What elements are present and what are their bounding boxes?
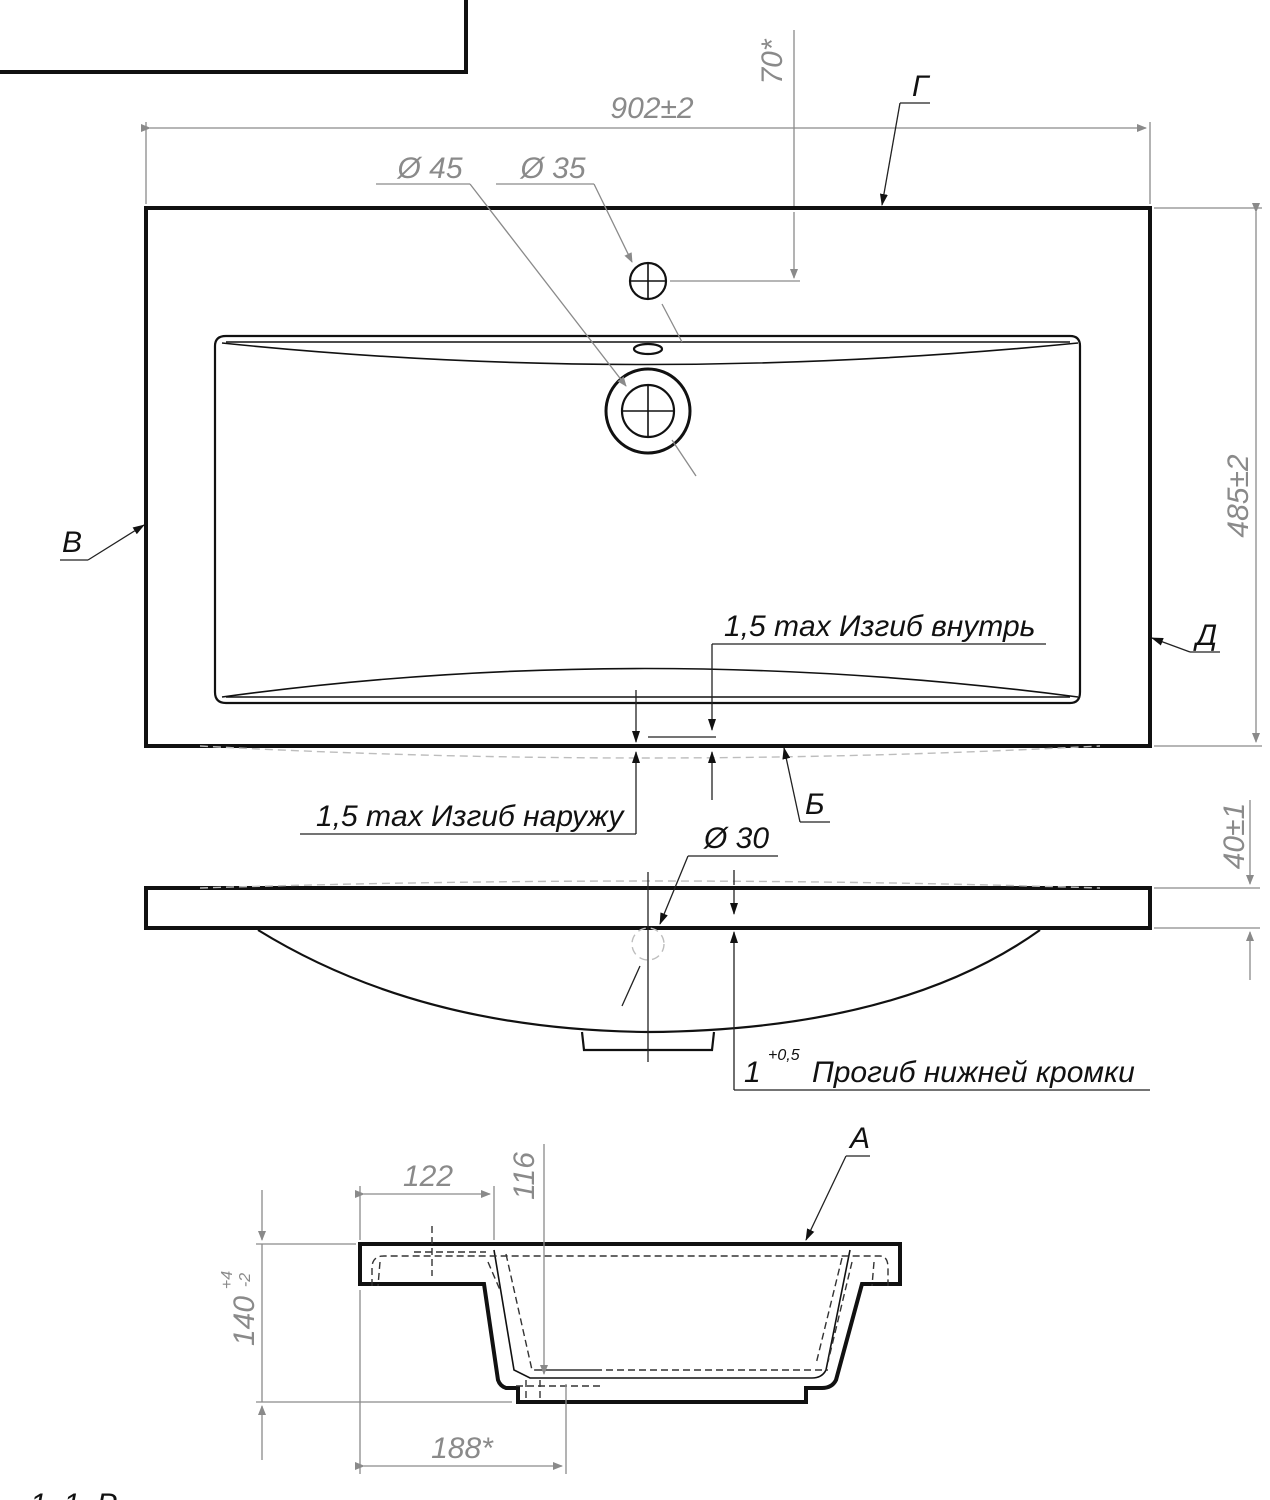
section-height-label: 140	[228, 1296, 261, 1346]
view-v-callout: В	[60, 524, 145, 561]
top-view: 902±2 485±2 70* Ø 35 Ø 45	[60, 30, 1262, 835]
title-block-corner	[0, 0, 468, 74]
bottom-offset-label: 188*	[431, 1432, 494, 1465]
edge-sag-value: 1	[744, 1056, 761, 1089]
thickness-dimension: 40±1	[1154, 800, 1260, 980]
countertop-outline	[144, 206, 1152, 748]
section-view: 122 116 140 +4 -2 188*	[219, 1122, 902, 1474]
section-height-tol-lower: -2	[237, 1273, 254, 1287]
section-depth-label: 116	[508, 1152, 541, 1200]
view-d-label: Д	[1193, 619, 1217, 652]
view-g-callout: Г	[879, 70, 931, 206]
view-v-label: В	[62, 526, 82, 559]
tap-offset-dimension: 70*	[670, 30, 800, 282]
depth-dimension: 485±2	[1154, 203, 1262, 747]
section-outline	[358, 1242, 902, 1404]
bend-inward-label: 1,5 max Изгиб внутрь	[724, 610, 1035, 643]
depth-label: 485±2	[1222, 454, 1255, 538]
bottom-offset-dimension: 188*	[355, 1290, 567, 1474]
section-depth-dimension: 116	[508, 1144, 548, 1375]
tap-diameter-callout: Ø 35	[496, 152, 683, 343]
tap-diameter-label: Ø 35	[519, 152, 585, 185]
section-offset-label: 122	[403, 1160, 453, 1193]
bend-outward-label: 1,5 max Изгиб наружу	[316, 800, 625, 833]
section-height-dimension: 140 +4 -2	[219, 1190, 512, 1460]
width-dimension: 902±2	[141, 92, 1151, 204]
view-a-callout: А	[805, 1122, 870, 1241]
top-edge-sag	[199, 880, 1101, 889]
overflow-diameter-callout: Ø 30	[621, 822, 778, 1007]
edge-sag-callout: 1 +0,5 Прогиб нижней кромки	[730, 870, 1150, 1091]
view-b-label: Б	[805, 788, 825, 821]
overflow-slot	[632, 342, 664, 356]
overflow-diameter-label: Ø 30	[703, 822, 769, 855]
section-offset-dimension: 122	[355, 1160, 495, 1240]
view-d-callout: Д	[1151, 619, 1220, 653]
tap-offset-label: 70*	[756, 38, 789, 84]
section-height-tol-upper: +4	[219, 1271, 236, 1289]
bend-outward-curve	[199, 745, 1101, 759]
width-label: 902±2	[610, 92, 694, 125]
view-b-callout: Б	[782, 747, 830, 823]
drain-diameter-callout: Ø 45	[376, 152, 697, 477]
edge-sag-tolerance: +0,5	[768, 1047, 800, 1064]
view-g-label: Г	[912, 70, 931, 103]
edge-sag-text: Прогиб нижней кромки	[812, 1056, 1135, 1089]
bend-inward-callout: 1,5 max Изгиб внутрь	[648, 610, 1046, 800]
front-view: Ø 30 1 +0,5 Прогиб нижней кромки 40±1	[144, 800, 1260, 1091]
view-a-label: А	[848, 1122, 870, 1155]
bowl-profile	[257, 929, 1041, 1034]
tap-hole	[628, 261, 668, 301]
overflow-circle	[631, 927, 665, 961]
bend-outward-callout: 1,5 max Изгиб наружу	[300, 690, 640, 835]
section-hidden-lines	[371, 1253, 889, 1371]
svg-text:1: 1	[744, 1056, 761, 1089]
basin-opening	[213, 334, 1082, 705]
drain-hole	[604, 367, 692, 455]
thickness-label: 40±1	[1218, 803, 1251, 870]
section-inner-wall	[493, 1249, 851, 1379]
drain-diameter-label: Ø 45	[396, 152, 462, 185]
footer-note-fragment: 1. 1. Р	[30, 1488, 117, 1500]
